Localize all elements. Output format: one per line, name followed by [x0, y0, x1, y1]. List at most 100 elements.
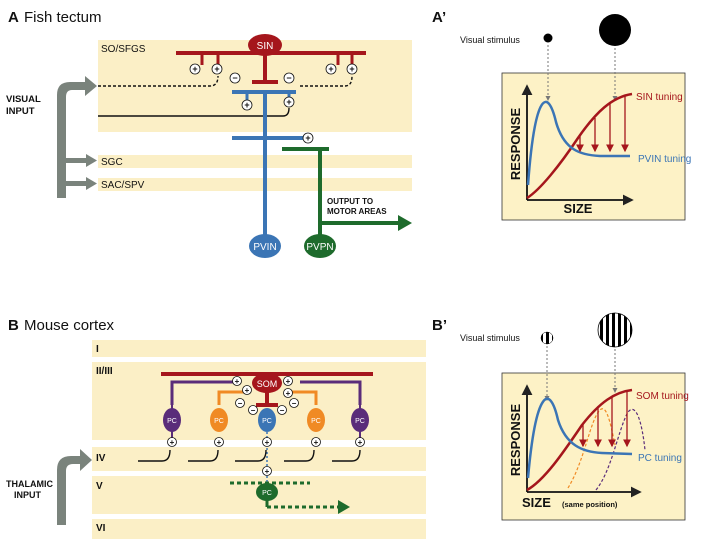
minus-sign: − [251, 406, 256, 415]
minus-sign: − [238, 399, 243, 408]
visual-input-label-1: VISUAL [6, 94, 41, 105]
minus-sign: − [286, 73, 291, 83]
thalamic-fibers [138, 449, 361, 462]
sin-neuron [248, 34, 282, 56]
panel-b-title: Mouse cortex [24, 317, 115, 334]
pc-label: PC [214, 418, 224, 425]
plus-sign: + [314, 438, 319, 447]
pc-label: PC [355, 418, 365, 425]
pvin-neuron [249, 234, 281, 258]
stimulus-label-a: Visual stimulus [460, 35, 520, 45]
panel-b-prime: B’ Visual stimulus RESPONSE SIZE (same p… [432, 312, 689, 521]
plus-sign: + [214, 64, 219, 74]
plus-sign: + [245, 386, 250, 395]
plus-sign: + [286, 377, 291, 386]
plus-sign: + [286, 97, 291, 107]
minus-sign: − [280, 406, 285, 415]
minus-sign: − [232, 73, 237, 83]
layer-label-sgc: SGC [101, 157, 123, 168]
x-label-b: SIZE [522, 495, 551, 510]
plus-sign: + [286, 389, 291, 398]
panel-b: B Mouse cortex I II/III IV V VI THALAMIC… [6, 317, 426, 539]
pvpn-label: PVPN [306, 242, 333, 253]
output-label-2: MOTOR AREAS [327, 207, 387, 216]
layer-band-vi [92, 519, 426, 539]
orange-pc-curve [567, 408, 616, 489]
input-fiber-right [300, 75, 353, 87]
y-label-b: RESPONSE [508, 404, 523, 477]
pc-label: PC [167, 418, 177, 425]
som-tuning-label: SOM tuning [636, 391, 689, 402]
pc-neurons [163, 408, 369, 432]
tuning-plot-b [501, 372, 686, 521]
som-label: SOM [257, 379, 278, 389]
motor-output-arrowhead [398, 215, 412, 231]
layer-label-v: V [96, 481, 103, 492]
som-neuron [252, 373, 282, 393]
small-stimulus-icon [543, 33, 553, 43]
synapse-plus [167, 376, 365, 476]
plus-sign: + [265, 438, 270, 447]
visual-input-label-2: INPUT [6, 106, 35, 117]
plus-sign: + [328, 64, 333, 74]
som-tuning-curve [526, 388, 633, 492]
pc-label: PC [311, 418, 321, 425]
input-fiber-left [98, 75, 219, 87]
synapse-plus [189, 63, 358, 144]
pvin-tuning-curve [526, 100, 630, 186]
layer-label-sac-spv: SAC/SPV [101, 180, 145, 191]
plus-sign: + [265, 467, 270, 476]
panel-a-letter: A [8, 9, 19, 26]
panel-a-prime-letter: A’ [432, 9, 446, 26]
panel-a-title: Fish tectum [24, 9, 102, 26]
layer-band-iv [92, 447, 426, 471]
panel-a-prime: A’ Visual stimulus RESPONSE SIZE SIN tun… [432, 9, 691, 221]
plus-sign: + [358, 438, 363, 447]
suppression-arrows-a [576, 96, 629, 153]
pc-neuron-layer-v [256, 483, 278, 501]
sin-tuning-label: SIN tuning [636, 92, 683, 103]
thalamic-input-label-1: THALAMIC [6, 479, 53, 489]
x-label-note-b: (same position) [562, 500, 618, 509]
minus-sign: − [292, 399, 297, 408]
pvin-label: PVIN [253, 242, 276, 253]
layer-label-iv: IV [96, 453, 106, 464]
stimulus-label-b: Visual stimulus [460, 333, 520, 343]
large-stimulus-icon [599, 14, 631, 46]
layer-band-sgc [98, 155, 412, 168]
pc-label: PC [262, 490, 272, 497]
pvpn-neuron [304, 234, 336, 258]
pc-tuning-label: PC tuning [638, 453, 682, 464]
layer-label-vi: VI [96, 523, 106, 534]
sin-label: SIN [257, 41, 274, 52]
layer-label-ii-iii: II/III [96, 366, 113, 377]
pc-neuron-purple-left [163, 408, 181, 432]
layer-band-sac-spv [98, 178, 412, 191]
plus-sign: + [217, 438, 222, 447]
pc-neuron-blue-center [258, 408, 276, 432]
layer-label-i: I [96, 344, 99, 355]
large-grating-icon [597, 312, 633, 348]
plus-sign: + [305, 133, 310, 143]
synapse-minus [229, 72, 295, 84]
y-label-a: RESPONSE [508, 108, 523, 181]
x-label-a: SIZE [564, 201, 593, 216]
purple-pc-curve [595, 409, 646, 491]
pc-neuron-purple-right [351, 408, 369, 432]
thalamic-input-arrow [57, 449, 92, 525]
panel-b-prime-letter: B’ [432, 317, 447, 334]
pc-label: PC [262, 418, 272, 425]
plus-sign: + [235, 377, 240, 386]
input-fiber-pvin [98, 107, 290, 117]
plus-sign: + [244, 100, 249, 110]
panel-b-letter: B [8, 317, 19, 334]
plus-sign: + [192, 64, 197, 74]
thalamic-input-label-2: INPUT [14, 490, 42, 500]
layer-band-i [92, 340, 426, 357]
pc-neuron-orange-left [210, 408, 228, 432]
layer-label-so-sfgs: SO/SFGS [101, 44, 146, 55]
pc-tuning-curve [526, 397, 633, 479]
pc-neuron-orange-right [307, 408, 325, 432]
sin-tuning-curve [526, 92, 633, 200]
plus-sign: + [349, 64, 354, 74]
